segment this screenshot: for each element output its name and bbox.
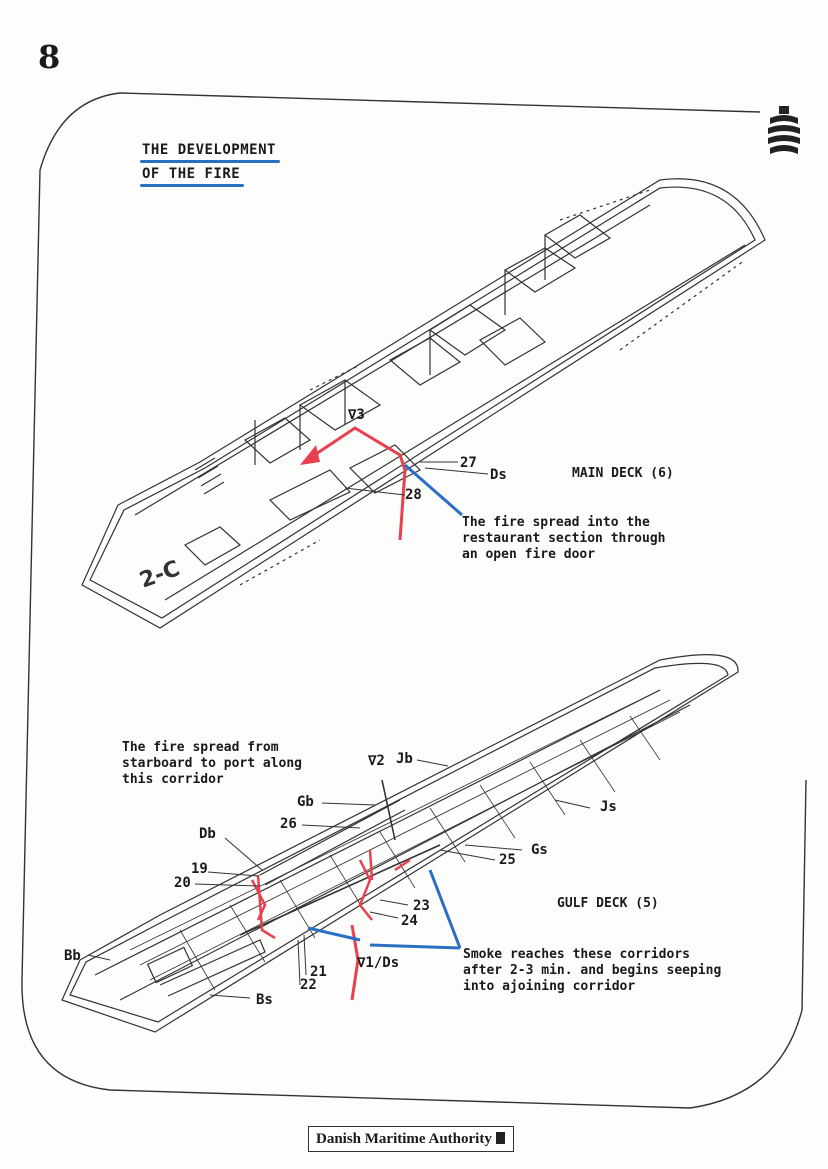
title-line-1: THE DEVELOPMENT (140, 142, 280, 163)
gulf-deck-ref-23: 23 (413, 898, 430, 914)
main-deck-pointer-line (404, 463, 463, 517)
gulf-deck-label: GULF DECK (5) (557, 896, 659, 911)
main-deck-annotation: The fire spread into the restaurant sect… (462, 515, 666, 562)
gulf-deck-ref-25: 25 (499, 852, 516, 868)
main-deck-label: MAIN DECK (6) (572, 466, 674, 481)
main-deck-ref-2c: 2-C (136, 556, 183, 593)
gulf-deck-ref-js: Js (600, 799, 617, 815)
page-number: 8 (38, 38, 61, 76)
gulf-deck-ref-22: 22 (300, 977, 317, 993)
gulf-deck-ref-gs: Gs (531, 842, 548, 858)
main-deck-ref-v3: ∇3 (348, 407, 365, 423)
main-deck-ref-27: 27 (460, 455, 477, 471)
main-deck-ref-ds: Ds (490, 467, 507, 483)
gulf-deck-ref-gb: Gb (297, 794, 314, 810)
gulf-deck-ref-bb: Bb (64, 948, 81, 964)
gulf-deck-ref-24: 24 (401, 913, 418, 929)
title-line-2: OF THE FIRE (140, 166, 245, 187)
gulf-deck-ref-jb: Jb (396, 751, 413, 767)
gulf-deck-ref-bs: Bs (256, 992, 273, 1008)
gulf-deck-drawing (61, 654, 739, 1033)
footer-authority: Danish Maritime Authority (308, 1126, 514, 1152)
gulf-deck-corridor-annotation: The fire spread from starboard to port a… (122, 740, 303, 787)
page-frame (21, 92, 807, 1109)
gulf-deck-ref-26: 26 (280, 816, 297, 832)
gulf-deck-ref-21: 21 (310, 964, 327, 980)
main-deck-fire-path (300, 426, 407, 541)
gulf-deck-ref-19: 19 (191, 861, 208, 877)
gulf-deck-ref-db: Db (199, 826, 216, 842)
footer-square-icon (495, 1132, 505, 1144)
crest-logo (768, 106, 800, 154)
gulf-deck-smoke-annotation: Smoke reaches these corridors after 2-3 … (463, 947, 722, 994)
gulf-deck-ref-v2: ∇2 (368, 753, 385, 769)
gulf-deck-ref-v1ds: ∇1/Ds (357, 955, 400, 971)
gulf-deck-ref-20: 20 (174, 875, 191, 891)
gulf-deck-smoke-pointer (307, 869, 462, 950)
main-deck-ref-28: 28 (405, 487, 422, 503)
main-deck-drawing (81, 178, 766, 629)
gulf-deck-fire-marks (250, 849, 411, 1001)
